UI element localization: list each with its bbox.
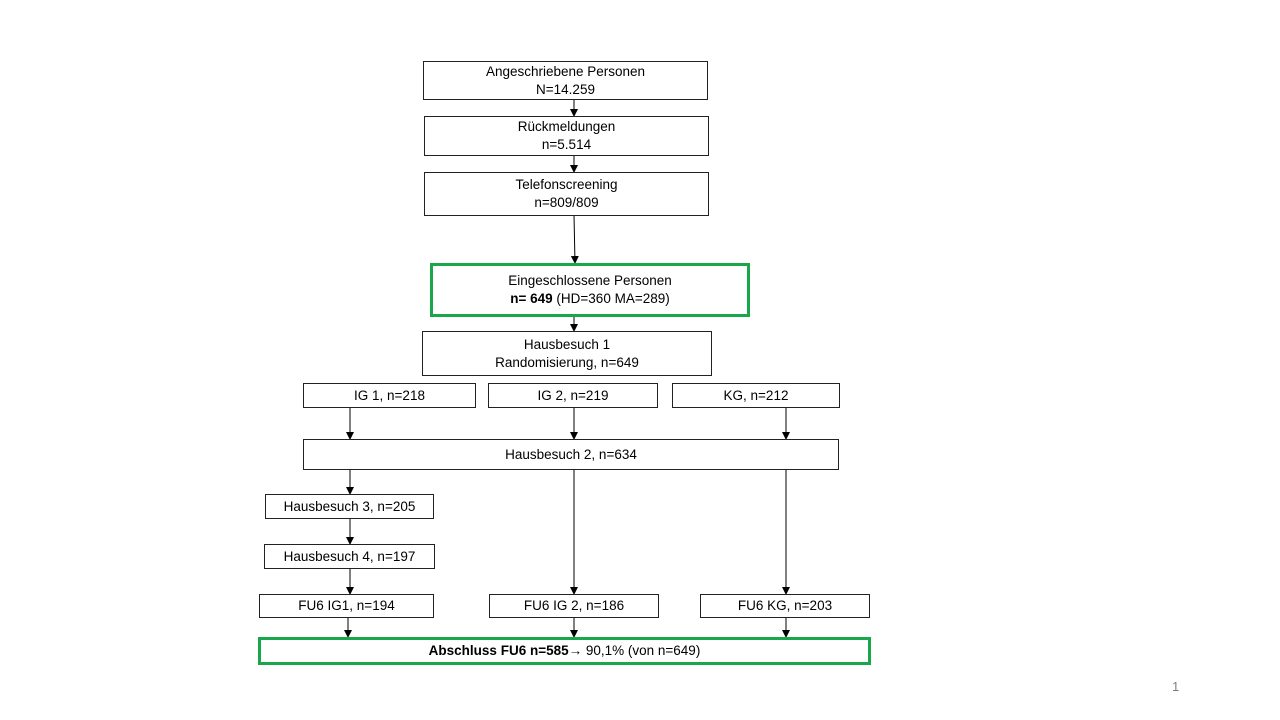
node-kg: KG, n=212 xyxy=(672,383,840,408)
node-ig2: IG 2, n=219 xyxy=(488,383,658,408)
node-contacted: Angeschriebene Personen N=14.259 xyxy=(423,61,708,100)
node-included-count: n= 649 (HD=360 MA=289) xyxy=(510,290,669,308)
arrow-screening-to-included xyxy=(570,214,579,264)
node-screening-label: Telefonscreening xyxy=(515,177,618,192)
node-included: Eingeschlossene Personen n= 649 (HD=360 … xyxy=(430,263,750,317)
node-final-bold: Abschluss FU6 n=585 xyxy=(428,643,569,658)
node-fu6-kg-label: FU6 KG, n=203 xyxy=(737,598,833,613)
node-final-text: Abschluss FU6 n=585→ 90,1% (von n=649) xyxy=(429,642,701,660)
node-ig1: IG 1, n=218 xyxy=(303,383,476,408)
node-fu6-kg: FU6 KG, n=203 xyxy=(700,594,870,618)
node-fu6-ig2-label: FU6 IG 2, n=186 xyxy=(523,598,625,613)
node-visit1-count: Randomisierung, n=649 xyxy=(495,354,639,370)
node-contacted-count: N=14.259 xyxy=(536,81,595,97)
node-fu6-ig2: FU6 IG 2, n=186 xyxy=(489,594,659,618)
node-contacted-label: Angeschriebene Personen xyxy=(485,63,646,79)
node-ig1-label: IG 1, n=218 xyxy=(354,387,425,403)
node-ig2-label: IG 2, n=219 xyxy=(537,387,609,403)
node-included-count-bold: n= 649 xyxy=(510,291,553,306)
node-included-label: Eingeschlossene Personen xyxy=(508,273,672,288)
node-final-rest: 90,1% (von n=649) xyxy=(582,643,701,658)
node-responses-count: n=5.514 xyxy=(541,137,592,152)
node-included-count-detail: (HD=360 MA=289) xyxy=(552,291,670,306)
node-visit2-label: Hausbesuch 2, n=634 xyxy=(505,446,637,462)
node-kg-label: KG, n=212 xyxy=(723,387,789,403)
node-screening-count: n=809/809 xyxy=(534,195,599,210)
node-responses: Rückmeldungen n=5.514 xyxy=(424,116,709,156)
node-visit1: Hausbesuch 1 Randomisierung, n=649 xyxy=(422,331,712,376)
node-visit3: Hausbesuch 3, n=205 xyxy=(265,494,434,519)
node-visit2: Hausbesuch 2, n=634 xyxy=(303,439,839,470)
node-visit3-label: Hausbesuch 3, n=205 xyxy=(283,498,416,514)
node-fu6-ig1-label: FU6 IG1, n=194 xyxy=(298,598,395,613)
page-number: 1 xyxy=(1172,679,1180,694)
node-screening: Telefonscreening n=809/809 xyxy=(424,172,709,216)
node-responses-label: Rückmeldungen xyxy=(517,119,616,134)
node-visit1-label: Hausbesuch 1 xyxy=(523,336,611,352)
node-visit4-label: Hausbesuch 4, n=197 xyxy=(283,548,416,564)
node-visit4: Hausbesuch 4, n=197 xyxy=(264,544,435,569)
right-arrow-icon: → xyxy=(568,643,583,658)
node-final: Abschluss FU6 n=585→ 90,1% (von n=649) xyxy=(258,637,871,665)
node-fu6-ig1: FU6 IG1, n=194 xyxy=(259,594,434,618)
